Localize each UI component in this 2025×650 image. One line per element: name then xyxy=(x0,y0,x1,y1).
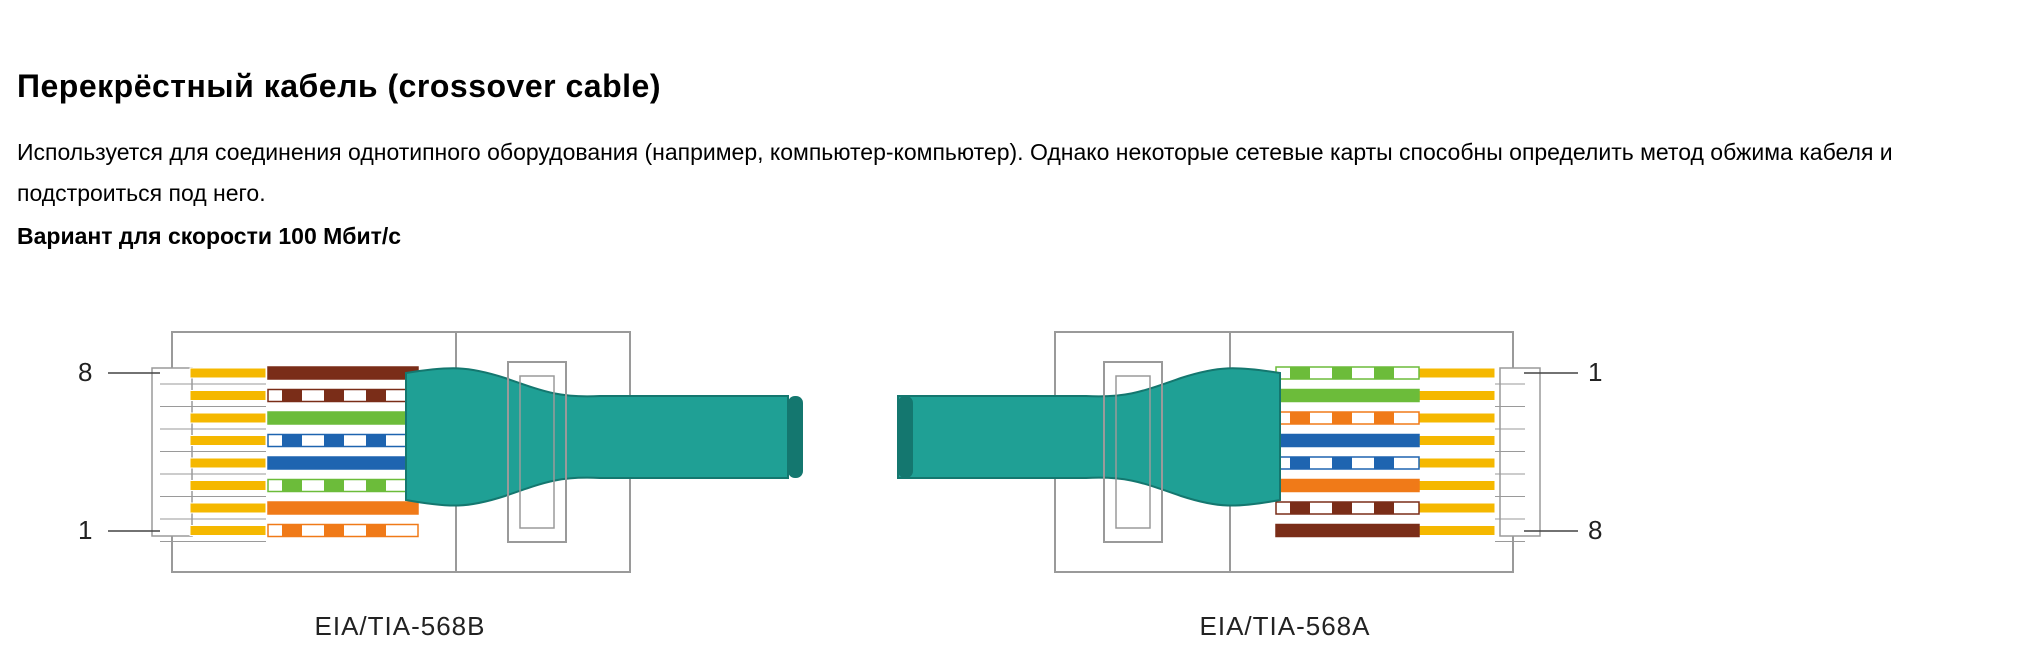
wire-stripe xyxy=(1290,367,1310,379)
left-plug xyxy=(108,331,803,573)
pin-contact xyxy=(189,502,267,514)
wire-stripe xyxy=(1332,457,1352,469)
wire-stripe xyxy=(324,479,344,492)
wire-stripe xyxy=(1290,412,1310,424)
wire-stripe xyxy=(1290,502,1310,514)
wire-stripe xyxy=(366,434,386,447)
wire xyxy=(267,456,419,470)
pin-contact xyxy=(189,435,267,446)
wire-stripe xyxy=(1374,457,1394,469)
wire-stripe xyxy=(1290,457,1310,469)
wire xyxy=(267,366,419,380)
pin-contact xyxy=(189,367,267,379)
page-description: Используется для соединения однотипного … xyxy=(17,139,1893,206)
plug-latch xyxy=(507,361,567,543)
cable-end xyxy=(788,396,803,478)
wire-stripe xyxy=(1374,502,1394,514)
pin-contact xyxy=(189,412,267,424)
right-bottom-pin-label: 8 xyxy=(1588,515,1602,545)
wire-stripe xyxy=(324,389,344,402)
pin-contact xyxy=(1418,480,1496,491)
wire xyxy=(1275,523,1420,538)
pin-contact xyxy=(1418,390,1496,401)
pin-contact xyxy=(1418,525,1496,536)
wire xyxy=(267,501,419,515)
pin-contact xyxy=(189,525,267,536)
right-top-pin-label: 1 xyxy=(1588,357,1602,387)
left-standard-label: EIA/TIA-568B xyxy=(315,611,486,641)
pin-contact xyxy=(189,480,267,491)
page-title: Перекрёстный кабель (crossover cable) xyxy=(17,68,661,104)
wire-stripe xyxy=(366,479,386,492)
pin-contact xyxy=(189,457,267,469)
pin-contact xyxy=(189,390,267,401)
pin-contact xyxy=(1418,502,1496,514)
plug-latch-inner xyxy=(1115,375,1151,529)
wire-stripe xyxy=(1332,502,1352,514)
pin-contact xyxy=(1418,367,1496,379)
wire xyxy=(1275,433,1420,448)
wire xyxy=(1275,388,1420,403)
wire-stripe xyxy=(1374,412,1394,424)
wire-stripe xyxy=(366,389,386,402)
left-top-pin-label: 8 xyxy=(78,357,92,387)
cable-end xyxy=(898,396,913,478)
wire-stripe xyxy=(324,434,344,447)
wire-stripe xyxy=(366,524,386,537)
variant-heading: Вариант для скорости 100 Мбит/с xyxy=(17,223,402,249)
pin-contact xyxy=(1418,457,1496,469)
wire-stripe xyxy=(1332,412,1352,424)
pin-contact xyxy=(1418,435,1496,446)
right-standard-label: EIA/TIA-568A xyxy=(1200,611,1371,641)
wire-stripe xyxy=(282,389,302,402)
wire xyxy=(1275,478,1420,493)
cable-jacket xyxy=(897,367,1281,507)
cable-jacket xyxy=(405,367,789,507)
wire-stripe xyxy=(282,524,302,537)
wire-stripe xyxy=(324,524,344,537)
left-bottom-pin-label: 1 xyxy=(78,515,92,545)
wire-stripe xyxy=(282,479,302,492)
plug-latch xyxy=(1103,361,1163,543)
wire-stripe xyxy=(1332,367,1352,379)
right-plug xyxy=(897,331,1578,573)
wire xyxy=(267,411,419,425)
wire-stripe xyxy=(282,434,302,447)
wire-stripe xyxy=(1374,367,1394,379)
pin-contact xyxy=(1418,412,1496,424)
plug-latch-inner xyxy=(519,375,555,529)
